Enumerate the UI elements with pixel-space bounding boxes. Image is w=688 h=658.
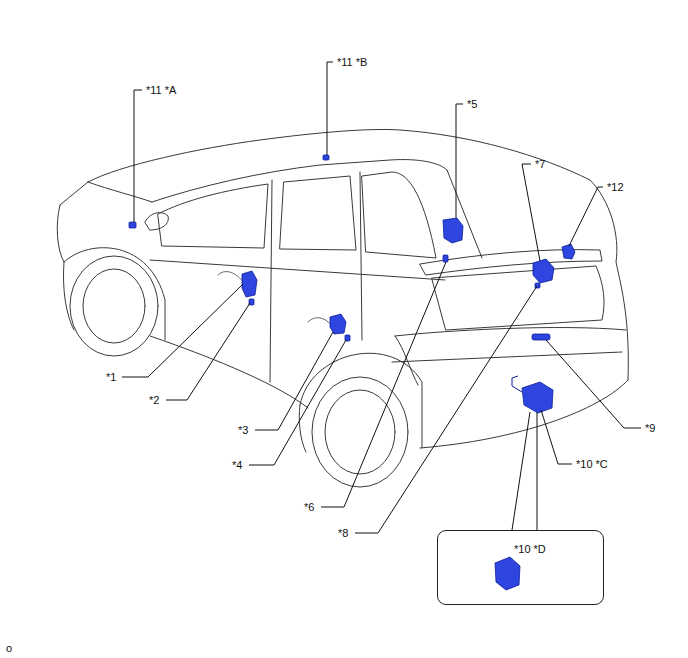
inset-frame: *10 *D xyxy=(437,530,604,605)
callout-number: *6 xyxy=(304,501,314,513)
part-cable xyxy=(512,376,522,392)
callout-number: *2 xyxy=(149,394,159,406)
callout-number: *8 xyxy=(338,527,348,539)
car-outline xyxy=(57,129,628,487)
callout-number: *1 xyxy=(106,371,116,383)
callout-number: *10 *D xyxy=(514,543,546,555)
leader-lines xyxy=(122,62,641,533)
part-markers xyxy=(129,155,575,590)
callout-number: *3 xyxy=(238,424,248,436)
callout-number: *5 xyxy=(467,98,477,110)
callout-number: *11 *B xyxy=(337,56,367,68)
callout-number: o xyxy=(6,642,12,654)
callout-number: *10 *C xyxy=(576,458,608,470)
callout-number: *11 *A xyxy=(146,84,176,96)
callout-number: *12 xyxy=(607,181,624,193)
callout-number: *9 xyxy=(645,422,655,434)
callout-number: *4 xyxy=(232,459,242,471)
callout-number: *7 xyxy=(535,158,545,170)
